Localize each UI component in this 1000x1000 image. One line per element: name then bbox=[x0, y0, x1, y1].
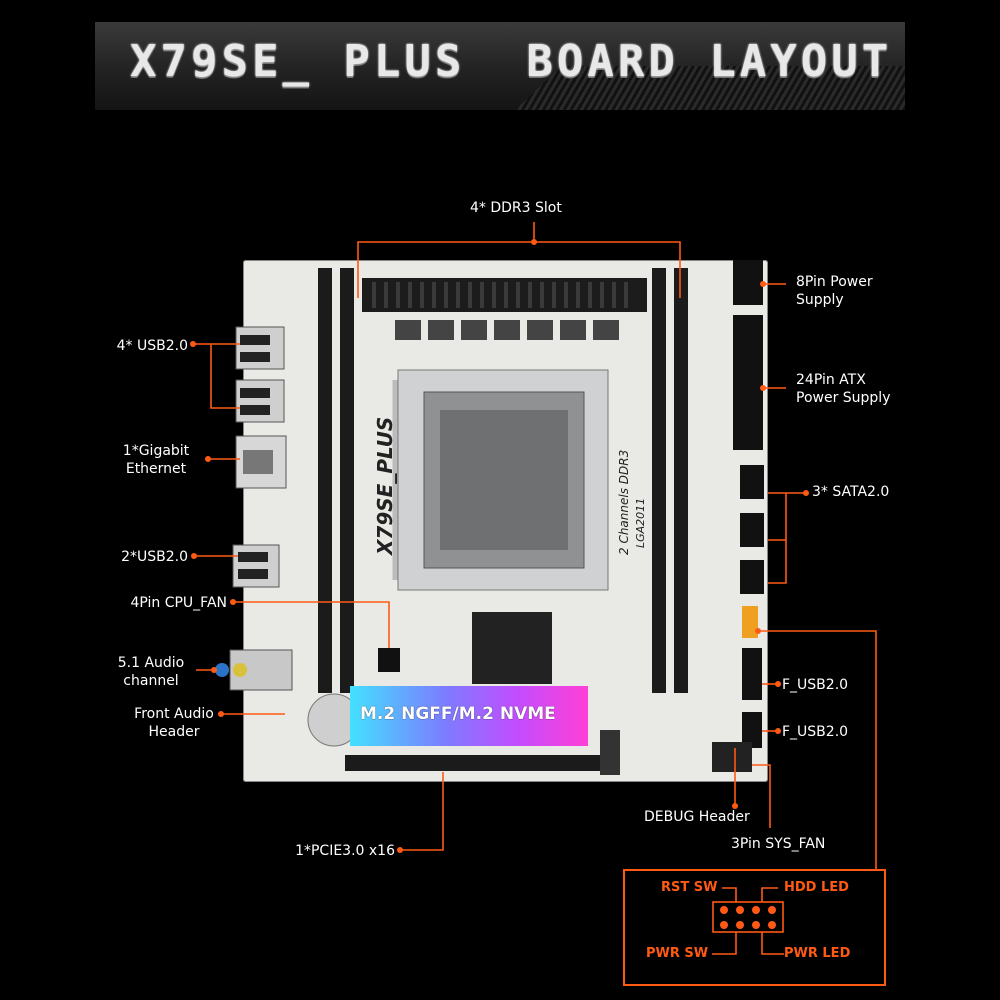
board-memory-silk: 2 Channels DDR3 bbox=[617, 450, 631, 555]
label-rst-sw: RST SW bbox=[661, 880, 718, 895]
label-fusb-1: F_USB2.0 bbox=[782, 677, 849, 693]
sata-port-1 bbox=[740, 465, 764, 499]
label-front-audio-line1: Front Audio bbox=[134, 706, 214, 722]
label-audio: 5.1 Audio channel bbox=[105, 654, 197, 690]
label-usb-bottom: 2*USB2.0 bbox=[121, 549, 188, 565]
usb-slot bbox=[240, 352, 270, 362]
label-ethernet-line1: 1*Gigabit bbox=[122, 443, 190, 459]
page-title: X79SE_ PLUS BOARD LAYOUT bbox=[130, 36, 893, 87]
fusb-header-1 bbox=[742, 648, 762, 700]
usb-port-2 bbox=[235, 379, 285, 423]
label-front-audio-line2: Header bbox=[148, 724, 200, 740]
title-banner-stripes bbox=[515, 66, 905, 110]
sata-port-2 bbox=[740, 513, 764, 547]
label-ethernet-line2: Ethernet bbox=[125, 461, 187, 477]
usb-port-3 bbox=[232, 544, 280, 588]
heatsink-fins bbox=[372, 282, 628, 308]
usb-slot bbox=[240, 388, 270, 398]
label-8pin-power: 8Pin Power Supply bbox=[796, 273, 873, 309]
label-sata: 3* SATA2.0 bbox=[812, 484, 890, 500]
label-debug-header: DEBUG Header bbox=[644, 809, 750, 825]
label-pwr-sw: PWR SW bbox=[646, 946, 709, 961]
debug-header bbox=[712, 742, 752, 772]
label-8pin-power-line1: 8Pin Power bbox=[796, 274, 873, 290]
label-24pin-atx: 24Pin ATX Power Supply bbox=[796, 371, 891, 407]
dimm-slot-2 bbox=[340, 268, 354, 693]
usb-slot bbox=[240, 405, 270, 415]
24pin-atx-connector bbox=[733, 315, 763, 450]
vrm-chokes bbox=[395, 320, 619, 340]
pcie-x16-slot bbox=[345, 755, 605, 771]
m2-slot-label: M.2 NGFF/M.2 NVME bbox=[350, 686, 588, 746]
dimm-slot-3 bbox=[652, 268, 666, 693]
sata-port-3 bbox=[740, 560, 764, 594]
front-panel-pin-diagram bbox=[712, 887, 784, 955]
label-24pin-atx-line2: Power Supply bbox=[796, 390, 891, 406]
label-24pin-atx-line1: 24Pin ATX bbox=[796, 372, 866, 388]
label-usb-top: 4* USB2.0 bbox=[116, 338, 188, 354]
label-audio-line2: channel bbox=[123, 673, 179, 689]
dimm-slot-4 bbox=[674, 268, 688, 693]
front-panel-box bbox=[623, 869, 886, 986]
callout-lines bbox=[193, 222, 877, 869]
label-ddr3-slot: 4* DDR3 Slot bbox=[470, 200, 562, 216]
usb-slot bbox=[238, 552, 268, 562]
audio-jack-blue bbox=[215, 663, 229, 677]
chipset-heatsink bbox=[472, 612, 552, 684]
label-front-audio: Front Audio Header bbox=[128, 705, 220, 741]
label-8pin-power-line2: Supply bbox=[796, 292, 844, 308]
m2-label-text: M.2 NGFF/M.2 NVME bbox=[360, 704, 556, 724]
label-cpu-fan: 4Pin CPU_FAN bbox=[130, 595, 227, 611]
8pin-power-connector bbox=[733, 260, 763, 305]
dimm-slot-1 bbox=[318, 268, 332, 693]
cpu-socket-pins bbox=[440, 410, 568, 550]
label-audio-line1: 5.1 Audio bbox=[117, 655, 185, 671]
usb-slot bbox=[238, 569, 268, 579]
board-model-silk: X79SE_PLUS bbox=[373, 417, 397, 557]
label-ethernet: 1*Gigabit Ethernet bbox=[110, 442, 202, 478]
front-panel-header bbox=[742, 606, 758, 638]
pcie-latch bbox=[600, 730, 620, 775]
board-socket-silk: LGA2011 bbox=[634, 498, 647, 548]
label-pwr-led: PWR LED bbox=[784, 946, 851, 961]
usb-slot bbox=[240, 335, 270, 345]
cpu-fan-header bbox=[378, 648, 400, 672]
audio-jack-yellow bbox=[233, 663, 247, 677]
label-sys-fan: 3Pin SYS_FAN bbox=[731, 836, 826, 852]
label-pcie: 1*PCIE3.0 x16 bbox=[295, 843, 395, 859]
callout-dots bbox=[190, 239, 809, 853]
label-fusb-2: F_USB2.0 bbox=[782, 724, 849, 740]
label-hdd-led: HDD LED bbox=[784, 880, 849, 895]
usb-port-1 bbox=[235, 326, 285, 370]
fusb-header-2 bbox=[742, 712, 762, 748]
ethernet-jack bbox=[243, 450, 273, 474]
